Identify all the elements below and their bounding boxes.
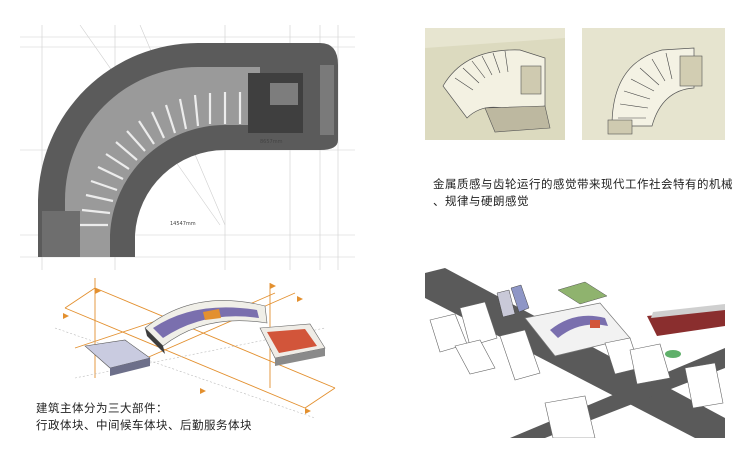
- model-view-top: [582, 28, 725, 140]
- exploded-axonometric: [35, 268, 370, 438]
- dimension-label-top: 8657mm: [260, 139, 283, 145]
- plan-drawing: 8657mm 14547mm: [20, 25, 355, 270]
- building-components-caption: 建筑主体分为三大部件： 行政体块、中间候车体块、后勤服务体块: [36, 400, 252, 434]
- model-view-perspective: [425, 28, 565, 140]
- design-concept-caption: 金属质感与齿轮运行的感觉带来现代工作社会特有的机械 、规律与硬朗感觉: [433, 176, 733, 210]
- dimension-label-bottom: 14547mm: [170, 221, 196, 227]
- caption-line-2: 、规律与硬朗感觉: [433, 194, 529, 208]
- caption-left-line-2: 行政体块、中间候车体块、后勤服务体块: [36, 418, 252, 432]
- caption-line-1: 金属质感与齿轮运行的感觉带来现代工作社会特有的机械: [433, 177, 733, 191]
- site-massing-model: [425, 268, 725, 438]
- caption-left-line-1: 建筑主体分为三大部件：: [36, 401, 168, 415]
